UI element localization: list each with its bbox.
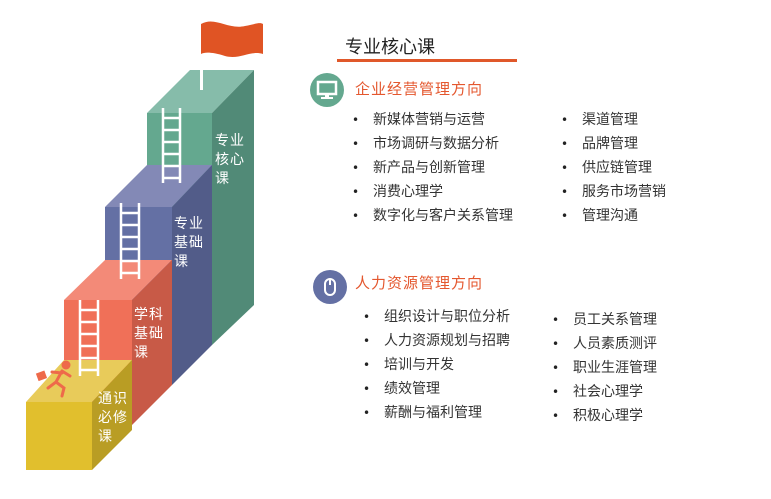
list-item: 社会心理学 — [552, 380, 657, 404]
label-line: 课 — [174, 254, 189, 270]
section-heading-business: 企业经营管理方向 — [355, 80, 484, 98]
list-item: 供应链管理 — [561, 156, 666, 180]
label-line: 基础 — [134, 326, 164, 342]
list-item: 渠道管理 — [561, 108, 666, 132]
step-label-discipline: 学科 基础 课 — [134, 306, 166, 363]
hr-courses-col1: 组织设计与职位分析 人力资源规划与招聘 培训与开发 绩效管理 薪酬与福利管理 — [363, 305, 510, 425]
ladder-icon — [161, 108, 182, 183]
monitor-icon — [310, 73, 344, 107]
page-title: 专业核心课 — [345, 37, 435, 58]
list-item: 数字化与客户关系管理 — [352, 204, 513, 228]
label-line: 通识 — [98, 391, 128, 407]
mouse-icon — [313, 270, 347, 304]
title-underline — [337, 59, 517, 62]
label-line: 核心 — [215, 152, 245, 168]
running-person-icon — [35, 360, 72, 398]
list-item: 消费心理学 — [352, 180, 513, 204]
list-item: 新产品与创新管理 — [352, 156, 513, 180]
section-heading-hr: 人力资源管理方向 — [355, 274, 484, 292]
business-courses-col1: 新媒体营销与运营 市场调研与数据分析 新产品与创新管理 消费心理学 数字化与客户… — [352, 108, 513, 228]
ladder-icon — [78, 300, 100, 376]
flag-icon — [200, 21, 263, 90]
list-item: 绩效管理 — [363, 377, 510, 401]
ladder-icon — [119, 203, 141, 279]
list-item: 薪酬与福利管理 — [363, 401, 510, 425]
label-line: 基础 — [174, 235, 204, 251]
label-line: 课 — [134, 345, 149, 361]
label-line: 专业 — [215, 133, 245, 149]
list-item: 新媒体营销与运营 — [352, 108, 513, 132]
business-courses-col2: 渠道管理 品牌管理 供应链管理 服务市场营销 管理沟通 — [561, 108, 666, 228]
list-item: 员工关系管理 — [552, 308, 657, 332]
step-label-general: 通识 必修 课 — [98, 390, 130, 447]
list-item: 管理沟通 — [561, 204, 666, 228]
step-general-courses — [26, 360, 132, 470]
list-item: 人员素质测评 — [552, 332, 657, 356]
step-label-foundation: 专业 基础 课 — [174, 215, 206, 272]
label-line: 专业 — [174, 216, 204, 232]
list-item: 积极心理学 — [552, 404, 657, 428]
step-label-core: 专业 核心 课 — [215, 132, 247, 189]
list-item: 品牌管理 — [561, 132, 666, 156]
hr-courses-col2: 员工关系管理 人员素质测评 职业生涯管理 社会心理学 积极心理学 — [552, 308, 657, 428]
list-item: 服务市场营销 — [561, 180, 666, 204]
staircase-diagram — [26, 21, 263, 470]
list-item: 人力资源规划与招聘 — [363, 329, 510, 353]
list-item: 职业生涯管理 — [552, 356, 657, 380]
label-line: 课 — [215, 171, 230, 187]
list-item: 组织设计与职位分析 — [363, 305, 510, 329]
list-item: 培训与开发 — [363, 353, 510, 377]
label-line: 学科 — [134, 307, 164, 323]
label-line: 课 — [98, 429, 113, 445]
list-item: 市场调研与数据分析 — [352, 132, 513, 156]
label-line: 必修 — [98, 410, 128, 426]
